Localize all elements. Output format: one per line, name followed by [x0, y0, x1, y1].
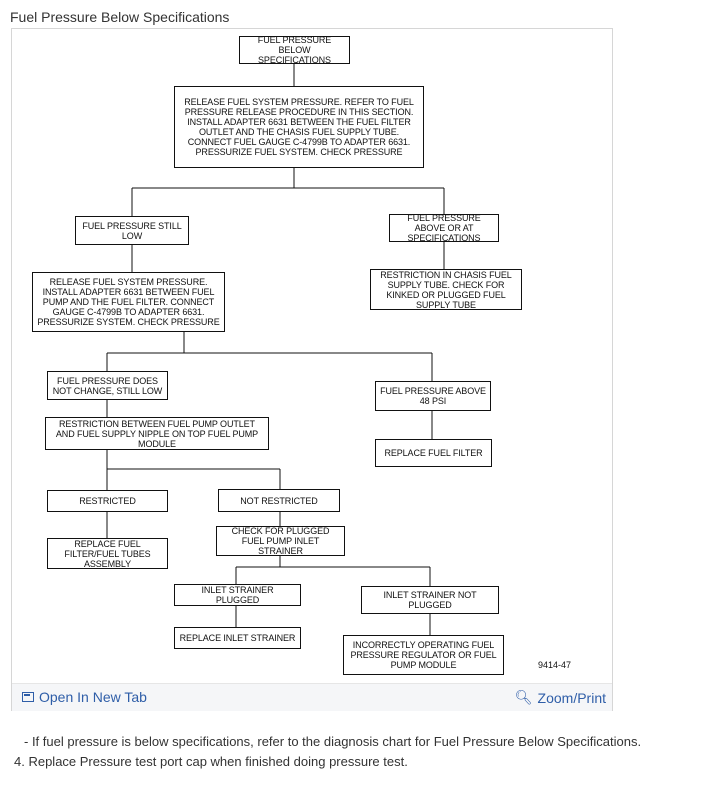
box-above-48-psi: FUEL PRESSURE ABOVE 48 PSI	[375, 381, 491, 411]
note-item: - If fuel pressure is below specificatio…	[24, 734, 642, 749]
box-replace-fuel-filter: REPLACE FUEL FILTER	[375, 439, 492, 467]
box-strainer-not-plugged: INLET STRAINER NOT PLUGGED	[361, 586, 499, 614]
flowchart-figure: FUEL PRESSURE BELOW SPECIFICATIONS RELEA…	[11, 28, 613, 711]
box-incorrect-regulator: INCORRECTLY OPERATING FUEL PRESSURE REGU…	[343, 635, 504, 675]
figure-footer: Open In New Tab 🔍︎ Zoom/Print	[12, 683, 612, 711]
box-above-at-spec: FUEL PRESSURE ABOVE OR AT SPECIFICATIONS	[389, 213, 499, 243]
box-start: FUEL PRESSURE BELOW SPECIFICATIONS	[239, 35, 350, 65]
box-restriction-pump: RESTRICTION BETWEEN FUEL PUMP OUTLET AND…	[45, 417, 269, 450]
magnifier-icon: 🔍︎	[514, 689, 533, 705]
box-not-restricted: NOT RESTRICTED	[218, 489, 340, 512]
page-title: Fuel Pressure Below Specifications	[10, 9, 230, 25]
box-replace-filter-tubes: REPLACE FUEL FILTER/FUEL TUBES ASSEMBLY	[47, 538, 168, 569]
box-restriction-chassis: RESTRICTION IN CHASIS FUEL SUPPLY TUBE. …	[370, 269, 522, 310]
open-in-new-tab-label: Open In New Tab	[39, 689, 147, 705]
connector-lines	[106, 64, 445, 635]
box-replace-strainer: REPLACE INLET STRAINER	[174, 627, 301, 649]
figure-id: 9414-47	[538, 660, 572, 670]
box-restricted: RESTRICTED	[47, 490, 168, 512]
note-item: 4. Replace Pressure test port cap when f…	[14, 754, 408, 769]
external-window-icon	[22, 692, 34, 702]
box-release-step-2: RELEASE FUEL SYSTEM PRESSURE. INSTALL AD…	[32, 272, 225, 332]
box-pressure-not-change: FUEL PRESSURE DOES NOT CHANGE, STILL LOW	[47, 371, 168, 400]
box-still-low: FUEL PRESSURE STILL LOW	[75, 216, 189, 245]
box-strainer-plugged: INLET STRAINER PLUGGED	[174, 584, 301, 606]
box-release-step-1: RELEASE FUEL SYSTEM PRESSURE. REFER TO F…	[174, 86, 424, 168]
box-check-strainer: CHECK FOR PLUGGED FUEL PUMP INLET STRAIN…	[216, 526, 345, 556]
open-in-new-tab-link[interactable]: Open In New Tab	[22, 689, 147, 705]
zoom-print-label: Zoom/Print	[537, 689, 606, 706]
zoom-print-link[interactable]: 🔍︎ Zoom/Print	[515, 689, 606, 706]
notes: - If fuel pressure is below specificatio…	[14, 732, 641, 772]
